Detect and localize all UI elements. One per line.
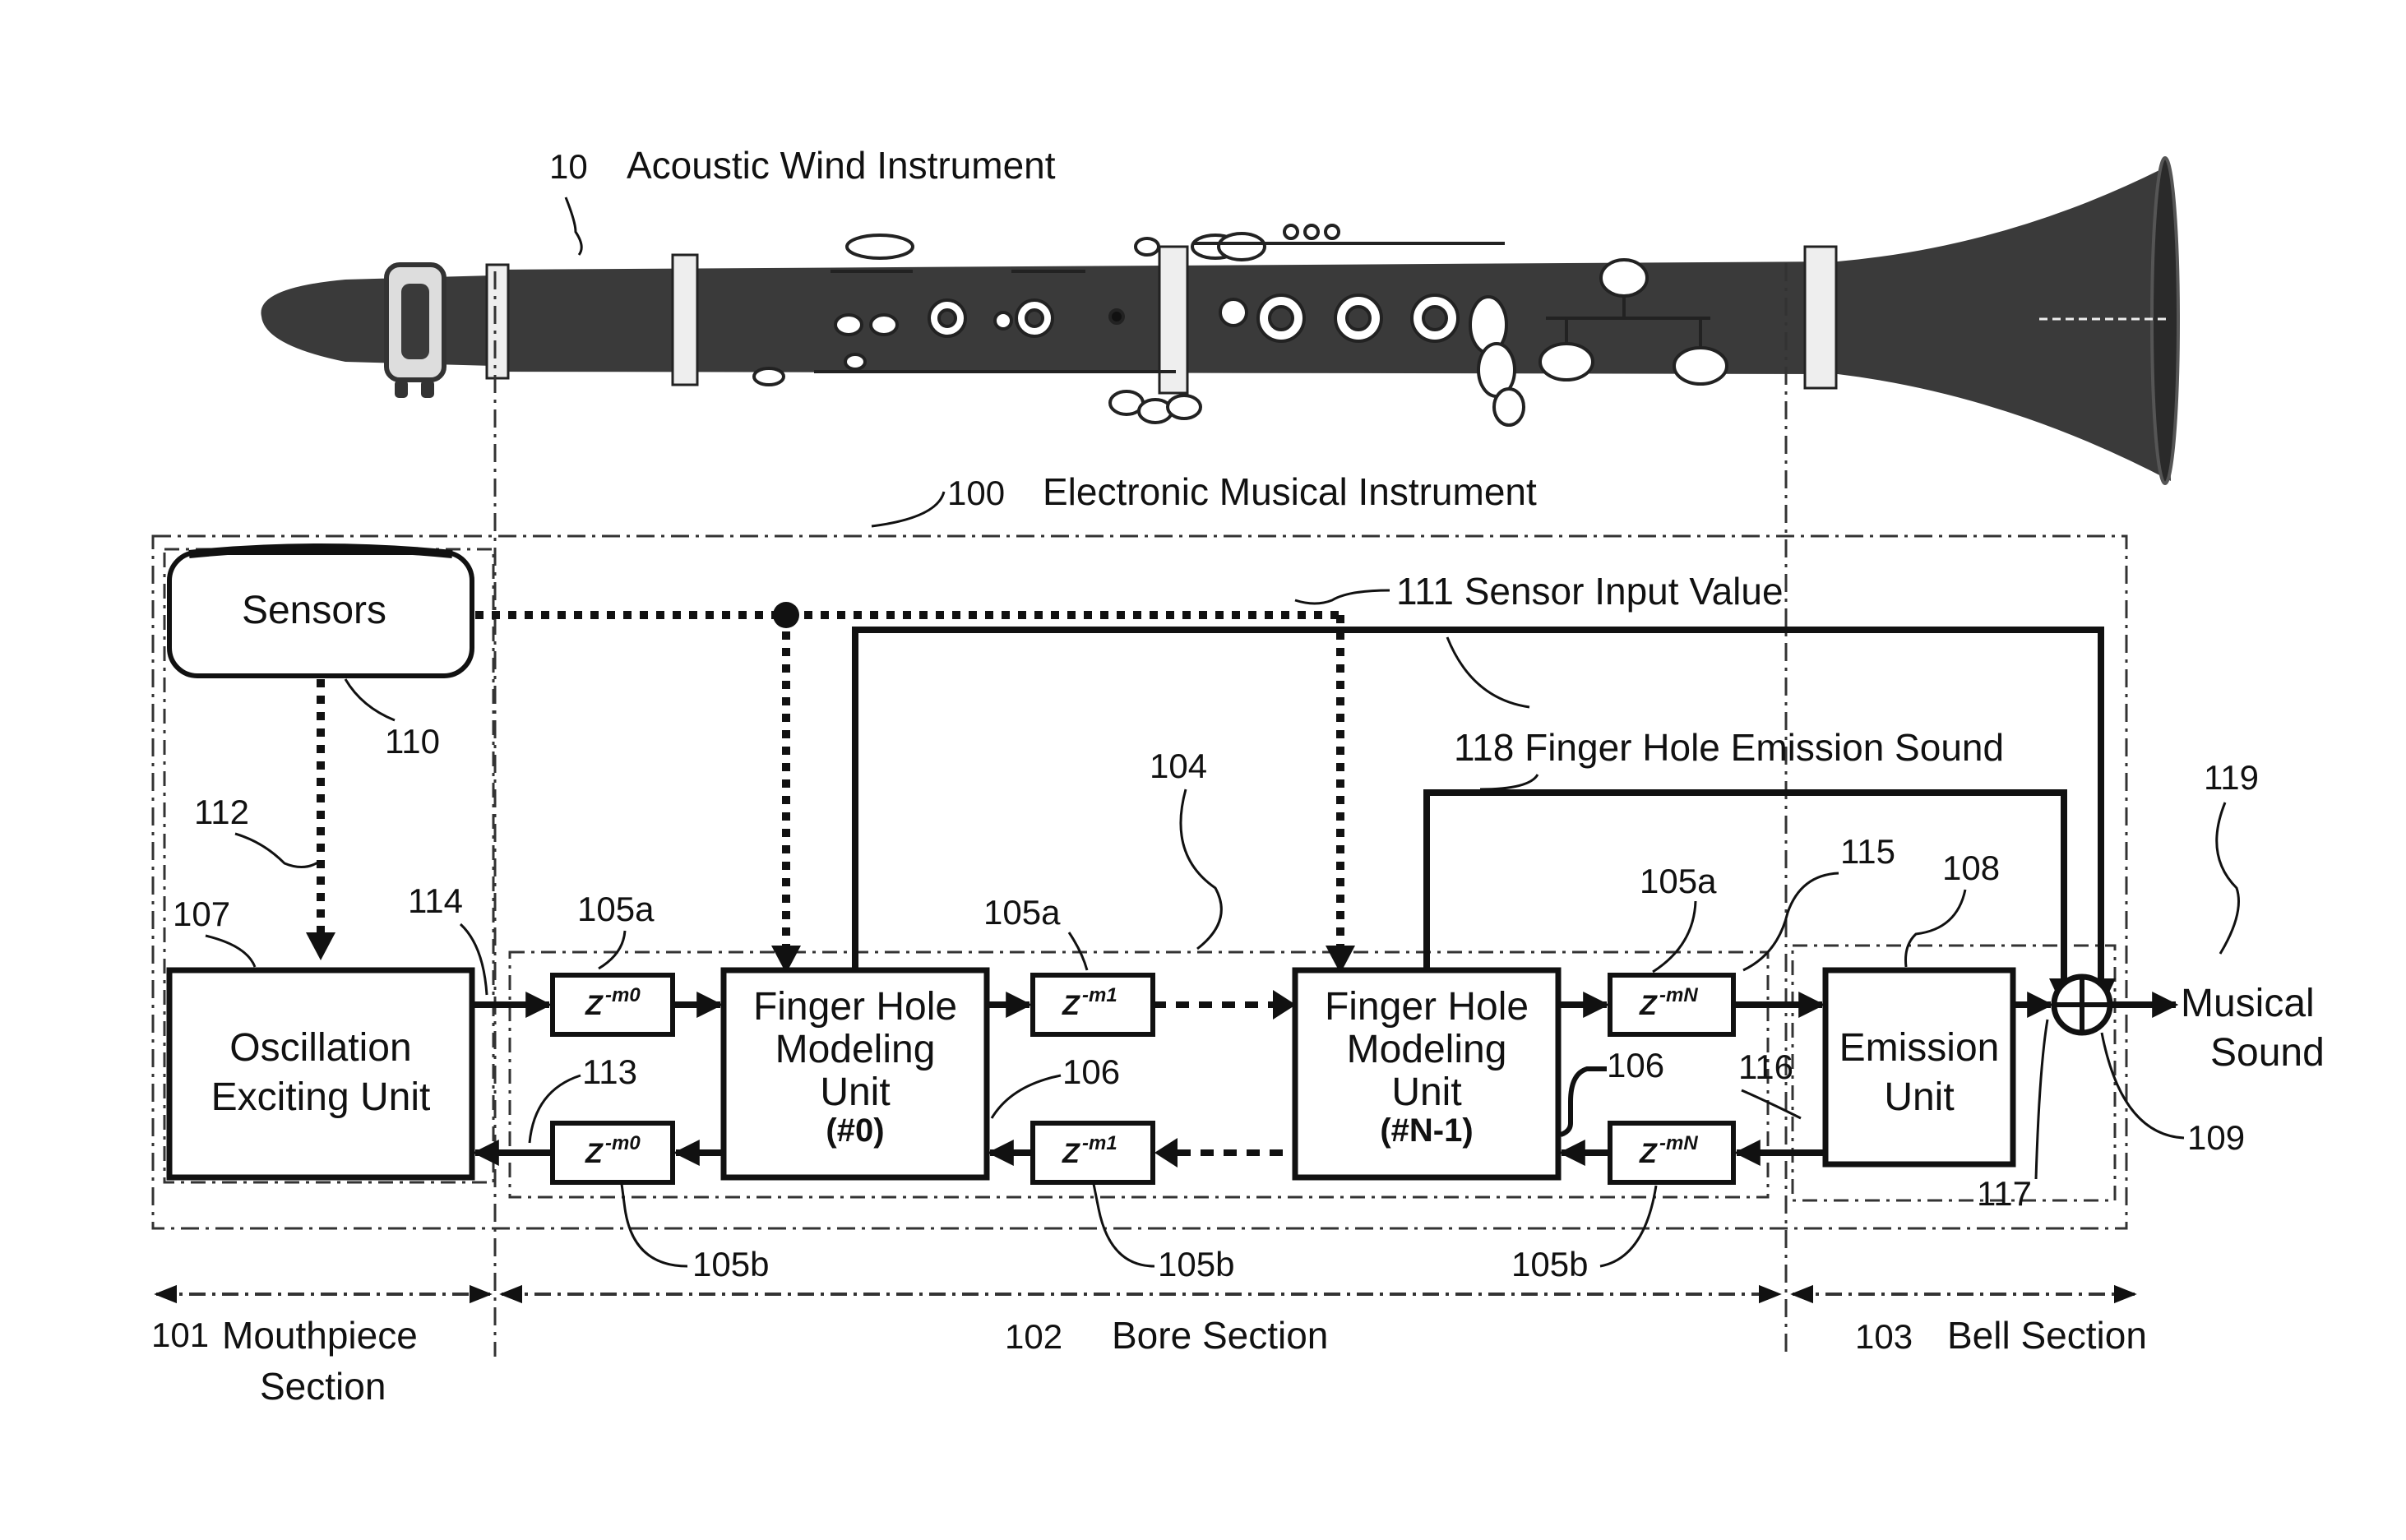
oscillation-line2: Exciting Unit (211, 1075, 431, 1119)
ligature-screw-2 (421, 380, 434, 398)
fh0-line3: Unit (820, 1071, 890, 1114)
system-ref: 100 (947, 474, 1005, 512)
oscillation-ref: 107 (173, 895, 230, 933)
svg-text:-m0: -m0 (605, 984, 641, 1006)
svg-text:-m1: -m1 (1082, 1132, 1117, 1154)
oscillation-line1: Oscillation (229, 1026, 411, 1070)
svg-text:119: 119 (2204, 758, 2259, 797)
delay-backward-1: Z -m1 (1033, 1123, 1153, 1182)
mouthpiece-section-line1: Mouthpiece (222, 1314, 418, 1357)
svg-text:116: 116 (1738, 1047, 1793, 1086)
svg-text:105b: 105b (692, 1245, 769, 1283)
ligature-inner (401, 284, 429, 359)
svg-text:-m1: -m1 (1082, 984, 1117, 1006)
sensors-ref: 110 (385, 722, 440, 761)
sensor-arrow-osc (306, 932, 335, 960)
svg-text:Z: Z (1062, 1138, 1080, 1169)
svg-text:109: 109 (2187, 1118, 2245, 1157)
svg-text:105a: 105a (983, 893, 1061, 932)
bell-section-ref: 103 (1855, 1317, 1913, 1356)
musical-sound-line2: Sound (2210, 1031, 2325, 1075)
svg-text:-m0: -m0 (605, 1132, 641, 1154)
sensor-input-leader (1295, 590, 1390, 604)
svg-text:104: 104 (1150, 747, 1207, 785)
svg-text:Z: Z (1639, 1138, 1658, 1169)
bell-rim (2152, 158, 2178, 483)
svg-text:-mN: -mN (1659, 984, 1698, 1006)
clarinet-bell (1838, 169, 2171, 481)
fhN-line2: Modeling (1347, 1028, 1507, 1071)
svg-text:Z: Z (1639, 990, 1658, 1021)
bore-section-ref: 102 (1005, 1317, 1062, 1356)
oscillation-leader (206, 936, 255, 967)
delay-forward-1: Z -m1 (1033, 975, 1153, 1034)
sensor-input-label: 111 Sensor Input Value (1396, 570, 1784, 613)
delay-forward-n: Z -mN (1610, 975, 1733, 1034)
bore-section-label: Bore Section (1112, 1314, 1328, 1357)
clarinet-mouthpiece (261, 275, 493, 366)
emission-line2: Unit (1884, 1075, 1954, 1119)
svg-text:-mN: -mN (1659, 1132, 1698, 1154)
sensor-junction (773, 602, 799, 628)
tenon-ring-4 (1805, 247, 1836, 388)
svg-text:Z: Z (1062, 990, 1080, 1021)
emission-ref: 108 (1942, 849, 2000, 887)
svg-text:106: 106 (1062, 1052, 1120, 1091)
svg-text:105a: 105a (577, 890, 655, 928)
fhN-line1: Finger Hole (1325, 985, 1529, 1029)
emission-line1: Emission (1839, 1026, 2000, 1070)
finger-hole-emission-label: 118 Finger Hole Emission Sound (1454, 726, 2004, 769)
musical-sound-line1: Musical (2181, 982, 2315, 1025)
delay-backward-0: Z -m0 (553, 1123, 673, 1182)
svg-text:105b: 105b (1158, 1245, 1234, 1283)
svg-text:117: 117 (1977, 1174, 2032, 1213)
delay-forward-0: Z -m0 (553, 975, 673, 1034)
ellipsis-paths (1153, 1005, 1283, 1153)
oscillation-exciting-unit (169, 970, 472, 1177)
mouthpiece-section-line2: Section (260, 1365, 386, 1408)
svg-text:114: 114 (408, 881, 463, 920)
fh0-line1: Finger Hole (753, 985, 957, 1029)
fhN-index: (#N-1) (1380, 1112, 1473, 1149)
fh0-index: (#0) (826, 1112, 884, 1149)
sensors-label: Sensors (242, 589, 386, 632)
instrument-ref: 10 (549, 147, 588, 186)
svg-text:105b: 105b (1511, 1245, 1588, 1283)
system-leader (872, 492, 944, 526)
tenon-ring-2 (673, 255, 697, 385)
delay-backward-n: Z -mN (1610, 1123, 1733, 1182)
svg-text:106: 106 (1607, 1046, 1664, 1084)
svg-text:113: 113 (582, 1052, 637, 1091)
svg-text:Z: Z (585, 990, 604, 1021)
mouthpiece-section-ref: 101 (151, 1316, 209, 1354)
fhN-line3: Unit (1391, 1071, 1461, 1114)
svg-text:Z: Z (585, 1138, 604, 1169)
sensor-input-leader-2 (1447, 637, 1529, 707)
clarinet-illustration (261, 158, 2178, 483)
instrument-label: Acoustic Wind Instrument (627, 144, 1056, 187)
bell-section-label: Bell Section (1947, 1314, 2147, 1357)
finger-hole-emission-leader (1480, 775, 1538, 789)
section-dividers (495, 263, 1786, 1357)
ligature-screw-1 (395, 380, 408, 398)
svg-text:115: 115 (1840, 832, 1895, 871)
system-label: Electronic Musical Instrument (1043, 470, 1537, 513)
ellipsis-arrow-bwd (1154, 1138, 1178, 1168)
tenon-ring-1 (487, 265, 508, 378)
instrument-leader (566, 197, 581, 255)
svg-text:112: 112 (194, 793, 249, 831)
svg-text:105a: 105a (1640, 862, 1717, 900)
fh0-line2: Modeling (775, 1028, 936, 1071)
sensors-leader (345, 679, 395, 720)
emission-leader (1906, 890, 1966, 967)
